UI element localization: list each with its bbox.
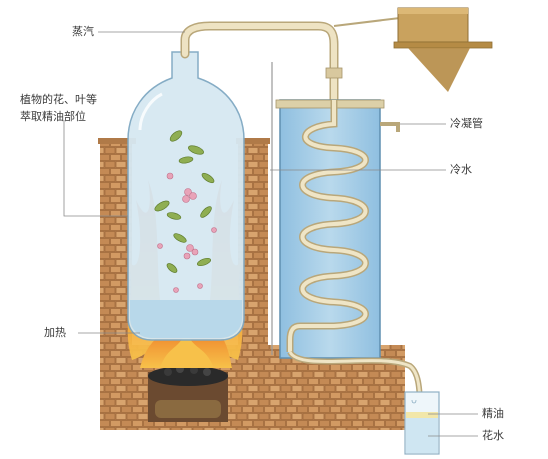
label-plant-material-line2: 萃取精油部位 bbox=[20, 110, 86, 123]
plant-material bbox=[154, 130, 217, 293]
label-essential-oil: 精油 bbox=[482, 407, 504, 420]
leader-plant-material bbox=[63, 120, 128, 217]
label-plant-material-line1: 植物的花、叶等 bbox=[20, 93, 97, 106]
label-condenser: 冷凝管 bbox=[450, 117, 483, 130]
label-heating: 加热 bbox=[44, 326, 66, 339]
leader-lines bbox=[63, 31, 478, 437]
collection-vessel bbox=[404, 391, 440, 455]
label-cold-water: 冷水 bbox=[450, 163, 472, 176]
label-steam: 蒸汽 bbox=[72, 25, 94, 38]
water-supply-tank bbox=[393, 7, 493, 92]
label-floral-water: 花水 bbox=[482, 429, 504, 442]
steam-pipe bbox=[180, 17, 401, 105]
condenser-tank bbox=[275, 99, 400, 359]
outlet-tube bbox=[287, 350, 423, 411]
